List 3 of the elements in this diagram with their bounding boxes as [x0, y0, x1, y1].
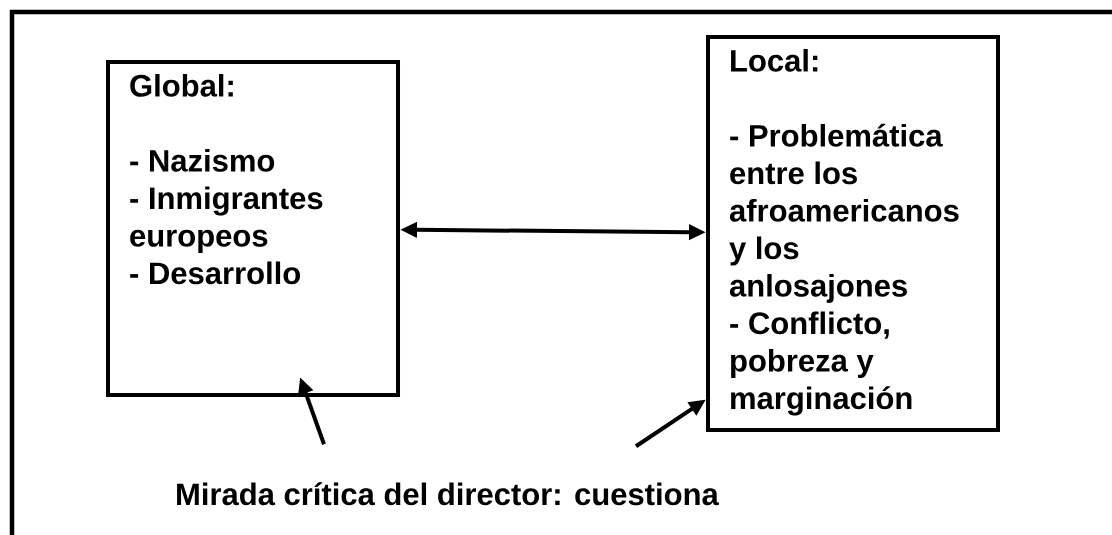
caption-text: Mirada crítica del director: cuestiona: [177, 482, 719, 506]
text-box: Global: - Nazismo - Inmigrantes europeos - Desarrollo: [106, 60, 400, 397]
text-box: Local: - Problemática entre los afroamericanos y los anlosajones - Conflicto, pobreza y marginación: [706, 35, 1000, 432]
